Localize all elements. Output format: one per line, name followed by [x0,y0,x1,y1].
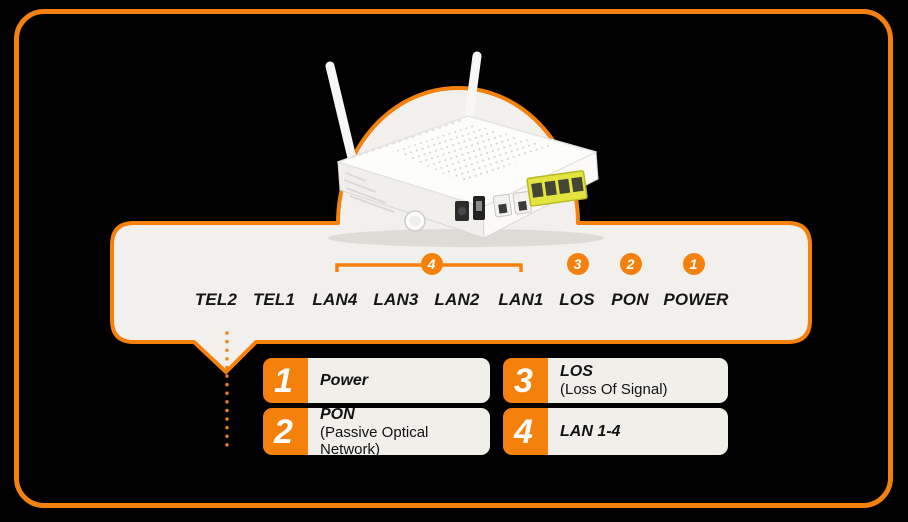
port-label-lan3: LAN3 [373,290,419,309]
legend-card-subtitle: (Loss Of Signal) [560,381,668,398]
legend-card-number: 2 [263,408,308,455]
legend-card-pon: 2 PON (Passive Optical Network) [263,405,490,458]
legend-card-number: 4 [503,408,548,455]
port-label-lan4: LAN4 [312,290,358,309]
callout-badge-los: 3 [567,253,589,275]
legend-card-body: Power [308,358,490,403]
legend-card-number: 3 [503,358,548,403]
port-label-lan2: LAN2 [434,290,480,309]
legend-card-title: Power [320,371,369,389]
router-photo [325,51,604,247]
callout-badge-power: 1 [683,253,705,275]
port-label-pon: PON [611,290,649,309]
port-label-lan1: LAN1 [498,290,544,309]
legend-card-title: LOS [560,363,593,380]
legend-card-power: 1 Power [263,358,490,403]
legend-card-lan: 4 LAN 1-4 [503,408,728,455]
callout-badge-lan-group: 4 [421,253,443,275]
port-label-tel2: TEL2 [194,290,238,309]
legend-card-los: 3 LOS (Loss Of Signal) [503,358,728,403]
port-label-power: POWER [663,290,729,309]
legend-card-body: LOS (Loss Of Signal) [548,358,728,403]
legend-card-subtitle: (Passive Optical Network) [320,423,429,458]
port-label-tel1: TEL1 [252,290,296,309]
legend-card-title: LAN 1-4 [560,422,621,440]
router-antenna-left [325,61,357,163]
port-label-los: LOS [559,290,595,309]
legend-card-number: 1 [263,358,308,403]
callout-badge-pon: 2 [620,253,642,275]
legend-card-body: PON (Passive Optical Network) [308,405,490,458]
outer-frame [14,9,893,508]
legend-card-body: LAN 1-4 [548,408,728,455]
legend-card-title: PON [320,405,355,423]
legend: 1 Power 2 PON (Passive Optical Network) … [263,358,728,458]
